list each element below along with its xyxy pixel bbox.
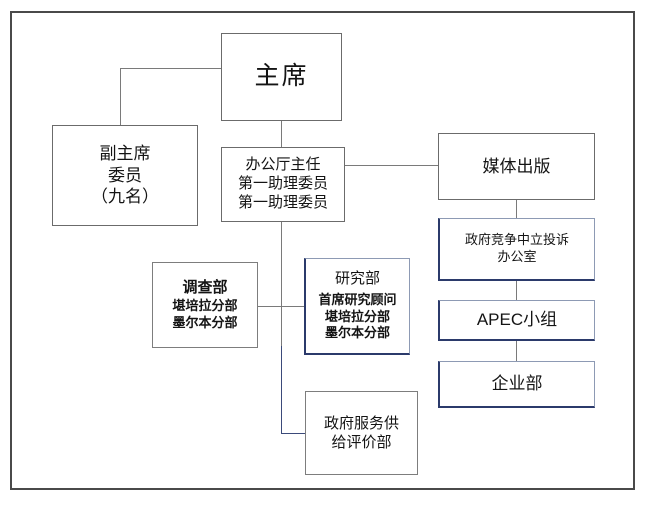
node-complaints-office-line-1: 政府竞争中立投诉 — [464, 232, 569, 248]
node-research-line-3: 堪培拉分部 — [324, 308, 390, 324]
node-research-department[interactable]: 研究部 首席研究顾问 堪培拉分部 墨尔本分部 — [304, 258, 410, 355]
node-media-line-1: 媒体出版 — [482, 156, 551, 176]
node-complaints-office-line-2: 办公室 — [497, 249, 537, 264]
node-office-director-line-2: 第一助理委员 — [237, 175, 328, 192]
node-investigation-line-1: 调查部 — [182, 279, 228, 296]
node-apec-group[interactable]: APEC小组 — [438, 300, 595, 341]
connector-trunk-to-investigation — [258, 306, 282, 307]
node-gov-services-line-1: 政府服务供 — [323, 414, 399, 432]
connector-chairman-to-vice-horizontal — [120, 68, 223, 69]
node-chairman[interactable]: 主席 — [221, 33, 342, 121]
connector-complaints-to-apec — [516, 281, 517, 300]
node-investigation-department[interactable]: 调查部 堪培拉分部 墨尔本分部 — [152, 262, 258, 348]
node-gov-services-department[interactable]: 政府服务供 给评价部 — [305, 391, 418, 475]
node-vice-chairman-line-1: 副主席 — [99, 143, 151, 163]
connector-trunk-to-research — [281, 306, 304, 307]
connector-office-trunk — [281, 222, 282, 346]
node-vice-chairman-line-2: 委员 — [108, 165, 142, 185]
node-apec-group-line-1: APEC小组 — [476, 310, 558, 330]
node-office-director-line-3: 第一助理委员 — [237, 195, 328, 212]
node-research-line-1: 研究部 — [334, 270, 380, 287]
node-gov-services-line-2: 给评价部 — [331, 434, 392, 451]
connector-media-to-complaints — [516, 200, 517, 218]
page-frame: 主席 副主席 委员 （九名） 办公厅主任 第一助理委员 第一助理委员 媒体出版 … — [10, 11, 635, 490]
node-media[interactable]: 媒体出版 — [438, 133, 595, 200]
node-vice-chairman-line-3: （九名） — [91, 187, 159, 207]
node-complaints-office[interactable]: 政府竞争中立投诉 办公室 — [438, 218, 595, 281]
connector-chairman-to-vice-vertical — [120, 68, 121, 125]
connector-chairman-to-office — [281, 121, 282, 147]
node-chairman-line-1: 主席 — [254, 63, 309, 90]
node-research-line-2: 首席研究顾问 — [318, 292, 397, 308]
connector-trunk-to-gov-services — [281, 433, 305, 434]
node-enterprise-department[interactable]: 企业部 — [438, 361, 595, 408]
node-office-director-line-1: 办公厅主任 — [245, 156, 321, 173]
node-vice-chairman[interactable]: 副主席 委员 （九名） — [52, 125, 198, 226]
node-investigation-line-3: 墨尔本分部 — [172, 314, 238, 330]
node-office-director[interactable]: 办公厅主任 第一助理委员 第一助理委员 — [221, 147, 345, 222]
connector-office-to-media — [345, 165, 438, 166]
node-investigation-line-2: 堪培拉分部 — [172, 297, 238, 313]
node-enterprise-department-line-1: 企业部 — [491, 374, 543, 394]
connector-apec-to-enterprise — [516, 341, 517, 361]
node-research-line-4: 墨尔本分部 — [324, 325, 390, 341]
connector-trunk-blue-vertical — [281, 346, 282, 434]
